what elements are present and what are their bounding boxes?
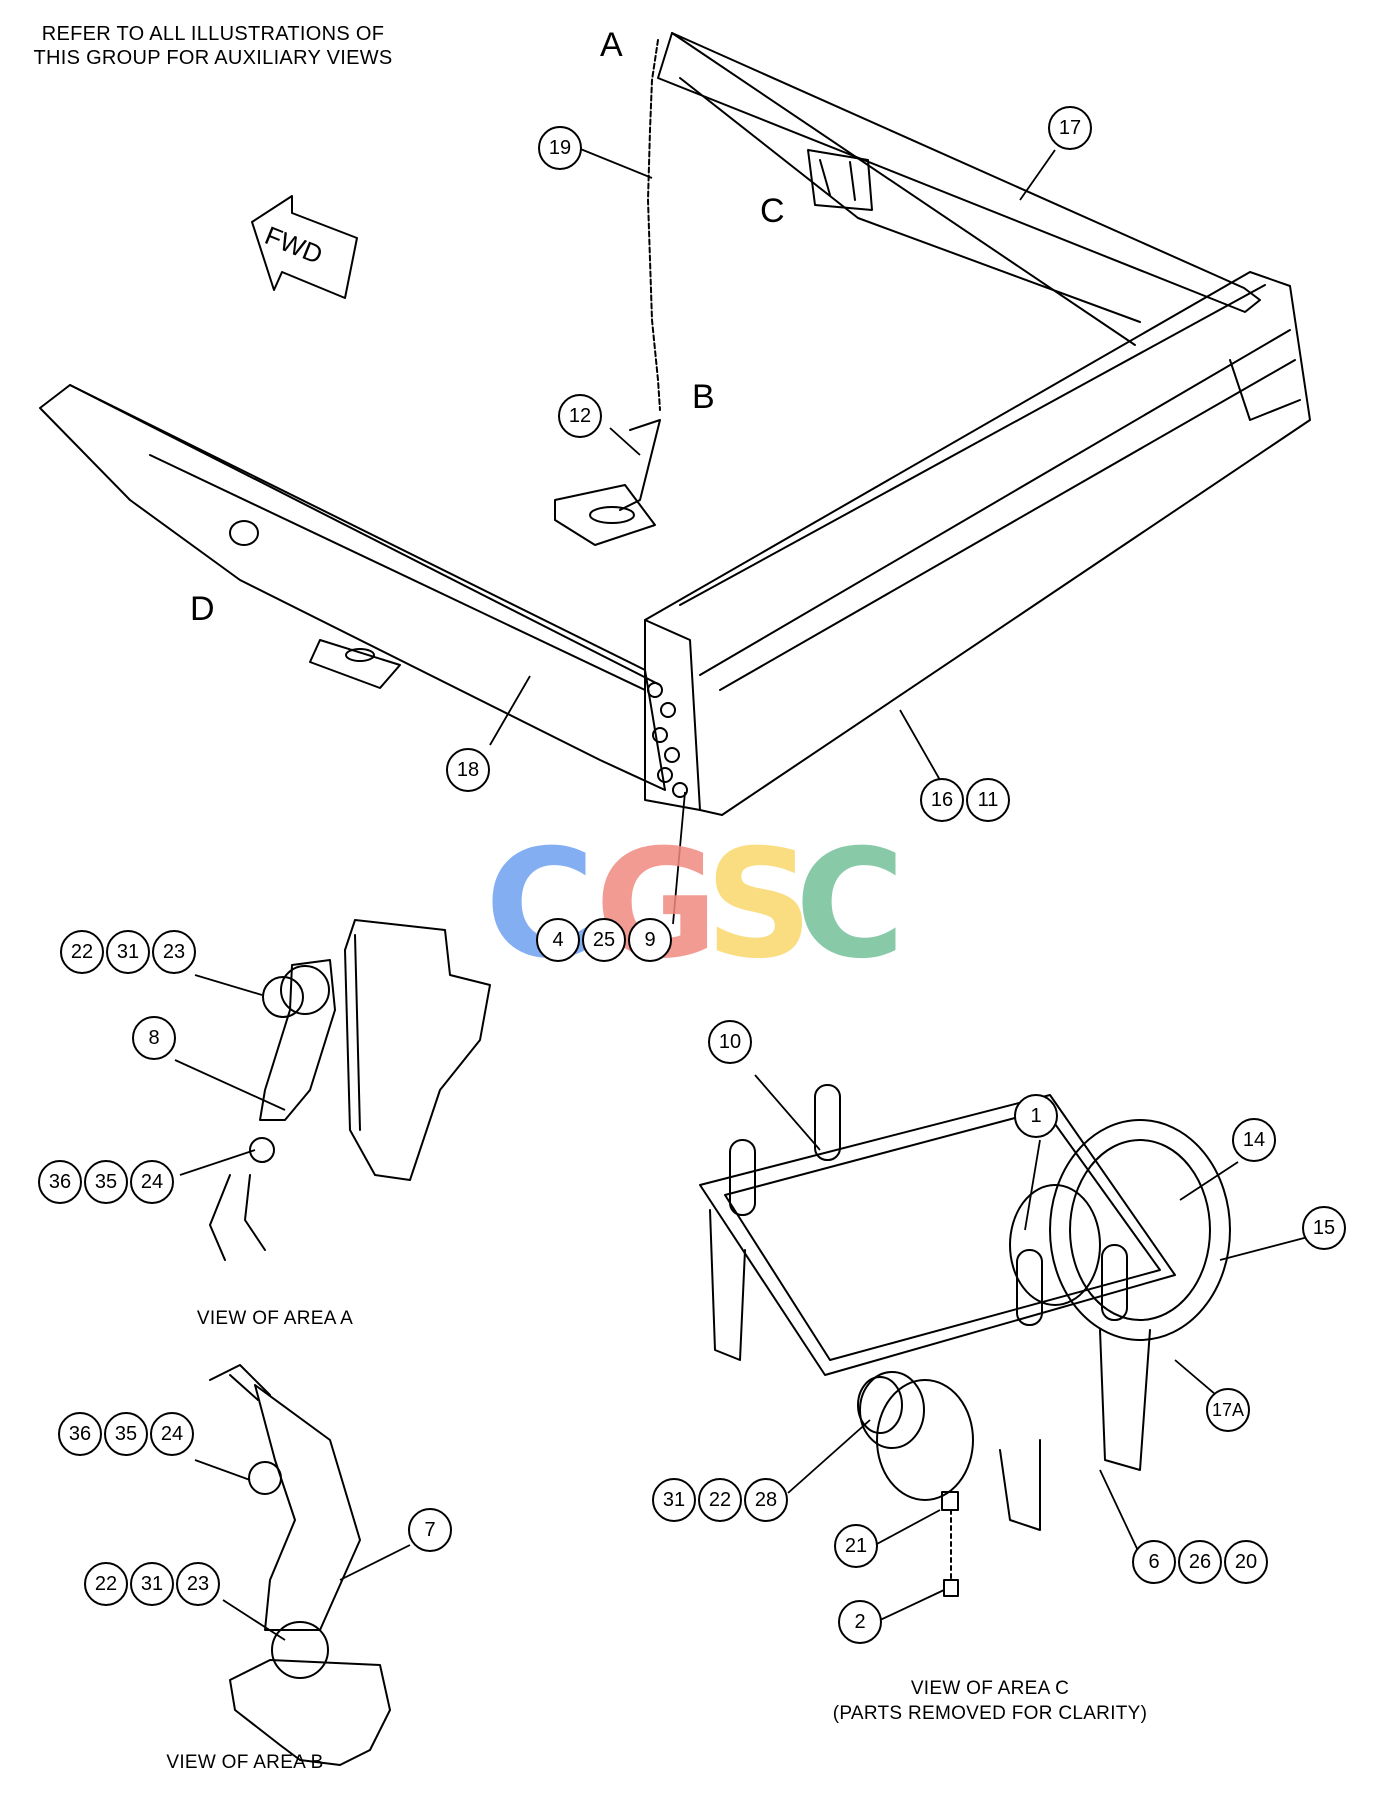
main-beam <box>644 271 1311 816</box>
callout-19: 19 <box>538 126 582 170</box>
callout-a-8: 8 <box>132 1016 176 1060</box>
callout-a-22: 22 <box>60 930 104 974</box>
area-letter-b: B <box>692 378 715 416</box>
link-7 <box>254 1384 361 1631</box>
callout-16: 16 <box>920 778 964 822</box>
callout-11: 11 <box>966 778 1010 822</box>
callout-b-7: 7 <box>408 1508 452 1552</box>
watermark-letter-3: S <box>705 818 814 992</box>
caption-area-c-line-1: VIEW OF AREA C <box>910 1678 1070 1699</box>
chain-19 <box>647 39 661 411</box>
callout-a-23: 23 <box>152 930 196 974</box>
callout-c-1: 1 <box>1014 1094 1058 1138</box>
header-note-line-1: REFER TO ALL ILLUSTRATIONS OF <box>41 23 385 45</box>
callout-b-36: 36 <box>58 1412 102 1456</box>
callout-4: 4 <box>536 918 580 962</box>
watermark-letter-4: C <box>795 818 906 992</box>
caption-area-c: VIEW OF AREA C (PARTS REMOVED FOR CLARIT… <box>790 1676 1190 1726</box>
callout-a-35: 35 <box>84 1160 128 1204</box>
caption-area-a: VIEW OF AREA A <box>196 1308 354 1329</box>
callout-a-31: 31 <box>106 930 150 974</box>
callout-a-36: 36 <box>38 1160 82 1204</box>
callout-a-24: 24 <box>130 1160 174 1204</box>
callout-c-26: 26 <box>1178 1540 1222 1584</box>
callout-c-31: 31 <box>652 1478 696 1522</box>
callout-c-14: 14 <box>1232 1118 1276 1162</box>
header-note: REFER TO ALL ILLUSTRATIONS OF THIS GROUP… <box>28 22 398 70</box>
watermark-letter-1: C <box>485 818 596 992</box>
area-letter-c: C <box>760 192 785 230</box>
roller-plate-10 <box>699 1094 1176 1376</box>
callout-c-2: 2 <box>838 1600 882 1644</box>
area-letter-d: D <box>190 590 215 628</box>
area-letter-a: A <box>600 26 623 64</box>
bracket-12 <box>554 484 656 546</box>
callout-c-15: 15 <box>1302 1206 1346 1250</box>
callout-b-31: 31 <box>130 1562 174 1606</box>
side-arm <box>39 384 666 791</box>
fwd-arrow <box>251 195 358 299</box>
callout-c-22: 22 <box>698 1478 742 1522</box>
callout-b-24: 24 <box>150 1412 194 1456</box>
callout-c-10: 10 <box>708 1020 752 1064</box>
callout-b-22: 22 <box>84 1562 128 1606</box>
callout-25: 25 <box>582 918 626 962</box>
callout-c-6: 6 <box>1132 1540 1176 1584</box>
link-8 <box>259 959 336 1121</box>
callout-9: 9 <box>628 918 672 962</box>
callout-18: 18 <box>446 748 490 792</box>
callout-b-35: 35 <box>104 1412 148 1456</box>
callout-c-17a: 17A <box>1206 1388 1250 1432</box>
callout-b-23: 23 <box>176 1562 220 1606</box>
caption-area-c-line-2: (PARTS REMOVED FOR CLARITY) <box>832 1703 1148 1724</box>
header-note-line-2: THIS GROUP FOR AUXILIARY VIEWS <box>33 47 393 69</box>
callout-12: 12 <box>558 394 602 438</box>
roller-wheel <box>1049 1119 1231 1341</box>
callout-17: 17 <box>1048 106 1092 150</box>
upper-frame <box>657 32 1261 313</box>
callout-c-20: 20 <box>1224 1540 1268 1584</box>
caption-area-b: VIEW OF AREA B <box>166 1752 324 1773</box>
callout-c-21: 21 <box>834 1524 878 1568</box>
callout-c-28: 28 <box>744 1478 788 1522</box>
